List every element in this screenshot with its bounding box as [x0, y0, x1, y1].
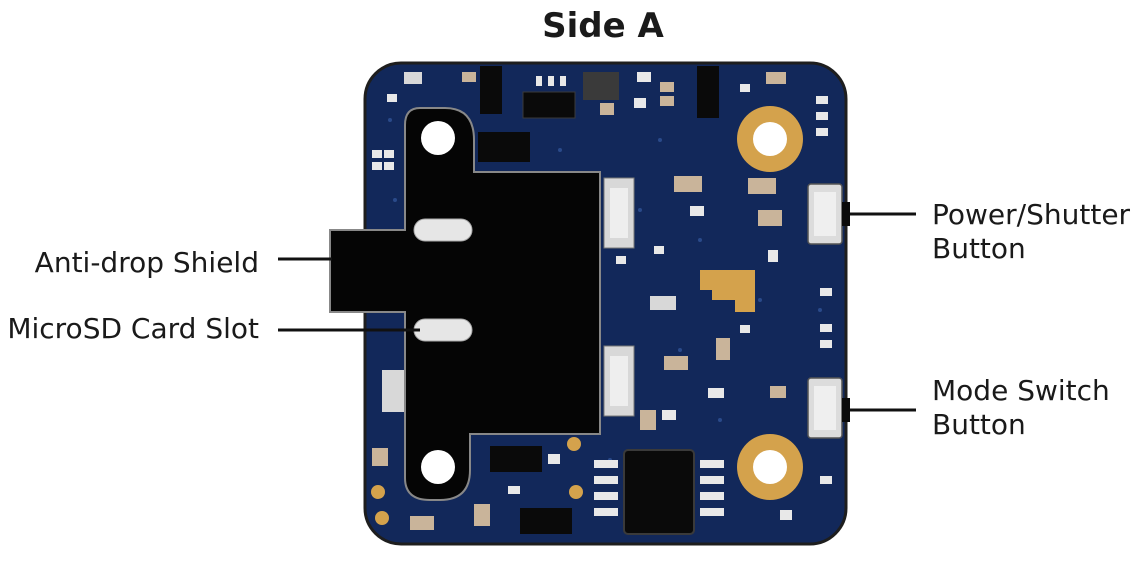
right-components — [616, 96, 832, 430]
label-mode-switch-line2: Button — [932, 408, 1026, 441]
mode-switch-button-body — [807, 377, 850, 439]
top-components — [387, 66, 786, 162]
label-mode-switch-button: Mode Switch Button — [932, 374, 1110, 442]
label-microsd-card-slot: MicroSD Card Slot — [7, 312, 259, 345]
power-shutter-button-body — [807, 183, 850, 245]
label-power-shutter-line2: Button — [932, 232, 1026, 265]
gold-dot — [371, 485, 385, 499]
label-anti-drop-shield: Anti-drop Shield — [34, 246, 259, 279]
label-power-shutter-button: Power/Shutter Button — [932, 198, 1130, 266]
mounting-hole-bottom — [737, 434, 803, 500]
gold-pad — [700, 270, 755, 312]
label-power-shutter-line1: Power/Shutter — [932, 198, 1131, 231]
label-mode-switch-line1: Mode Switch — [932, 374, 1110, 407]
diagram-title: Side A — [542, 6, 664, 46]
connector-strip — [603, 177, 635, 417]
gold-dot — [375, 511, 389, 525]
microsd-shield — [329, 107, 601, 501]
gold-dot — [567, 437, 581, 451]
left-components — [372, 150, 406, 412]
gold-dot — [569, 485, 583, 499]
mounting-hole-top — [737, 106, 803, 172]
bottom-components — [372, 446, 832, 535]
